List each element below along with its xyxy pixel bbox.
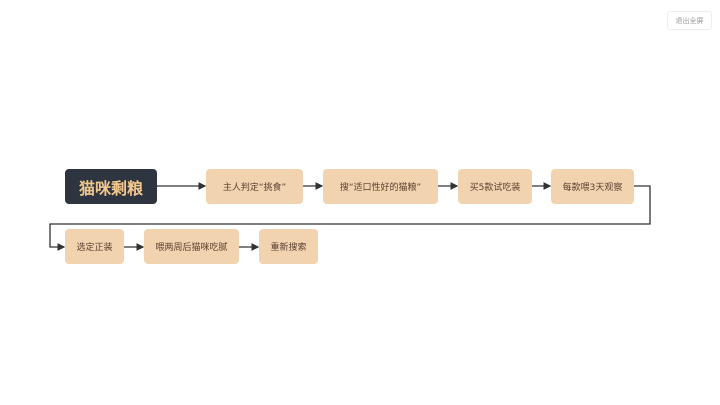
step-node: 选定正装 [65,229,124,264]
step-node: 买5款试吃装 [458,169,532,204]
step-node: 搜“适口性好的猫粮” [323,169,438,204]
step-node: 主人判定“挑食” [206,169,303,204]
exit-fullscreen-button[interactable]: 退出全屏 [667,11,712,30]
step-node: 重新搜索 [259,229,318,264]
step-node: 每款喂3天观察 [551,169,634,204]
wrap-arrow [49,185,651,251]
step-node: 喂两周后猫咪吃腻 [144,229,239,264]
root-node: 猫咪剩粮 [65,169,157,204]
